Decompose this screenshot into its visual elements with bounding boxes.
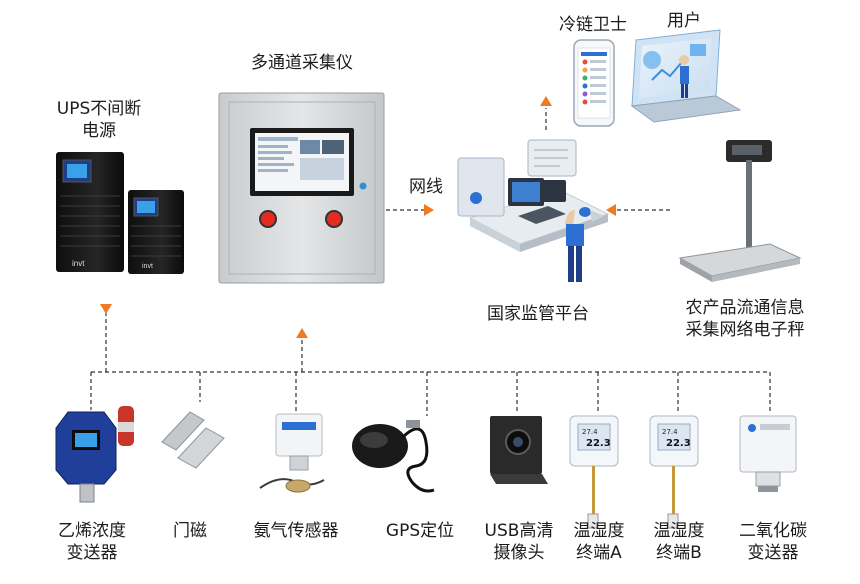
arrow-ups: [100, 304, 112, 314]
ethylene-label: 乙烯浓度变送器: [58, 521, 126, 563]
door-magnet-icon: [161, 411, 225, 469]
ammonia-sensor-icon: [259, 413, 325, 493]
svg-text:27.4: 27.4: [662, 428, 678, 436]
cold-chain-label: 冷链卫士: [559, 15, 627, 35]
usb-camera-label: USB高清摄像头: [484, 521, 554, 563]
arrow-network: [424, 204, 434, 216]
svg-text:22.3: 22.3: [586, 438, 611, 449]
scale-label: 农产品流通信息采集网络电子秤: [685, 298, 805, 340]
bus-lines: [90, 108, 771, 416]
ups-label: UPS不间断电源: [56, 99, 142, 141]
gps-label: GPS定位: [385, 521, 455, 541]
cold-chain-app-icon: [573, 39, 615, 127]
svg-text:invt: invt: [142, 263, 153, 270]
ethylene-transmitter-icon: [55, 406, 134, 503]
collector-cabinet-icon: [218, 92, 385, 284]
arrow-heads: [100, 96, 616, 338]
platform-icon: [457, 139, 610, 282]
door-label: 门磁: [173, 521, 207, 541]
platform-label: 国家监管平台: [487, 304, 589, 324]
arrow-collector: [296, 328, 308, 338]
co2-label: 二氧化碳变送器: [739, 521, 807, 563]
th-terminal-b-icon: 27.4 22.3: [649, 415, 699, 529]
gps-antenna-icon: [352, 420, 435, 493]
arrow-scale: [606, 204, 616, 216]
user-laptop-icon: [630, 29, 742, 123]
svg-text:invt: invt: [72, 259, 85, 268]
ammonia-label: 氨气传感器: [253, 521, 339, 541]
svg-text:27.4: 27.4: [582, 428, 598, 436]
th-terminal-a-icon: 27.4 22.3: [569, 415, 619, 529]
network-label: 网线: [409, 177, 443, 197]
svg-text:22.3: 22.3: [666, 438, 691, 449]
arrow-cold-chain: [540, 96, 552, 106]
user-label: 用户: [667, 11, 701, 31]
th-terminal-b-label: 温湿度终端B: [653, 521, 705, 563]
usb-camera-icon: [490, 416, 548, 484]
co2-transmitter-icon: [739, 415, 797, 492]
electronic-scale-icon: [678, 140, 802, 282]
ups-icon: invt invt: [56, 152, 184, 274]
collector-label: 多通道采集仪: [251, 53, 353, 73]
th-terminal-a-label: 温湿度终端A: [573, 521, 625, 563]
